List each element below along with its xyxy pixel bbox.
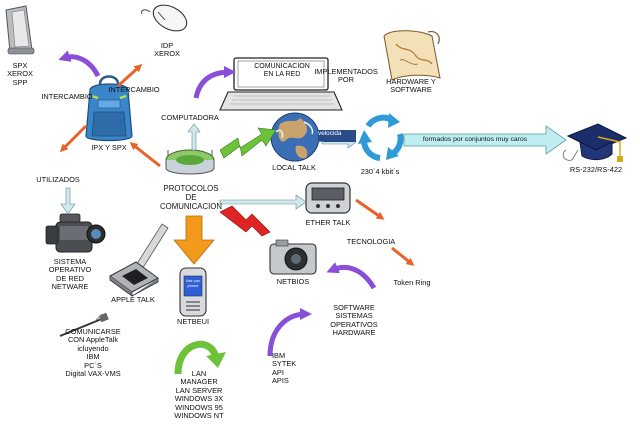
kbits-label: 230´4 kbit´s [360, 167, 400, 176]
utilizados-label: UTILIZADOS [36, 175, 80, 184]
backpack-icon [85, 75, 133, 142]
ibm-sytek-label: IBM SYTEK API APIS [272, 351, 297, 386]
token-ring-label: Token Ring [393, 278, 431, 287]
velocity-label-box [318, 130, 356, 142]
recycle-arrows-icon [358, 113, 404, 161]
cpu-chip-icon [109, 261, 159, 297]
green-curved-arrow [174, 340, 226, 375]
comunicacion-red-label: COMUNICACION EN LA RED [254, 63, 310, 79]
hardware-software-label: HARDWARE Y SOFTWARE [386, 77, 436, 95]
stylus-icon [59, 312, 109, 337]
sistema-operativo-label: SISTEMA OPERATIVO DE RED NETWARE [48, 257, 92, 292]
velocidad-label: velocida ... [318, 130, 342, 144]
spx-label: SPX XEROX SPP [7, 61, 33, 87]
orange-connectors [59, 63, 415, 266]
rs232-label: RS-232/RS-422 [569, 165, 623, 174]
orange-down-arrow [173, 215, 215, 265]
lan-manager-label: LAN MANAGER LAN SERVER WINDOWS 3X WINDOW… [174, 369, 224, 421]
phone-screen-text: Use you phone [185, 278, 201, 288]
graduation-cap-icon [562, 123, 628, 162]
software-sistemas-label: SOFTWARE SISTEMAS OPERATIVOS HARDWARE [330, 303, 378, 338]
stapler-icon [5, 5, 35, 55]
local-talk-label: LOCAL TALK [272, 163, 316, 172]
intercambio-right-label: INTERCAMBIO [108, 85, 160, 94]
stadium-icon [165, 149, 215, 175]
purple-connectors [58, 50, 377, 357]
intercambio-left-label: INTERCAMBIO [41, 92, 93, 101]
mobile-phone-icon [179, 267, 207, 317]
camera-icon [269, 239, 317, 275]
implementados-por-label: IMPLEMENTADOS POR [314, 67, 378, 85]
formados-label: formados por conjuntos muy caros [422, 136, 528, 143]
green-zigzag-arrow [219, 127, 277, 159]
wide-cyan-arrow [403, 125, 567, 155]
netbeui-label: NETBEUI [176, 317, 210, 326]
mouse-icon [141, 4, 188, 32]
tecnologia-label: TECNOLOGIA [346, 237, 396, 246]
netbios-label: NETBIOS [276, 277, 310, 286]
ether-talk-label: ETHER TALK [305, 218, 351, 227]
video-camera-icon [45, 213, 106, 253]
laptop-icon [219, 57, 343, 111]
apple-talk-label: APPLE TALK [111, 295, 155, 304]
idp-label: IDP XEROX [154, 41, 180, 59]
globe-icon [270, 112, 320, 162]
pager-icon [305, 182, 351, 214]
red-zigzag-arrow [219, 205, 271, 237]
ipx-spx-label: IPX Y SPX [91, 143, 127, 152]
map-scroll-icon [383, 30, 441, 81]
computadora-label: COMPUTADORA [161, 113, 219, 122]
protocolos-label: PROTOCOLOS DE COMUNICACION [160, 184, 222, 211]
comunicarse-label: COMUNICARSE CON AppleTalk icluyendo IBM … [65, 327, 121, 379]
